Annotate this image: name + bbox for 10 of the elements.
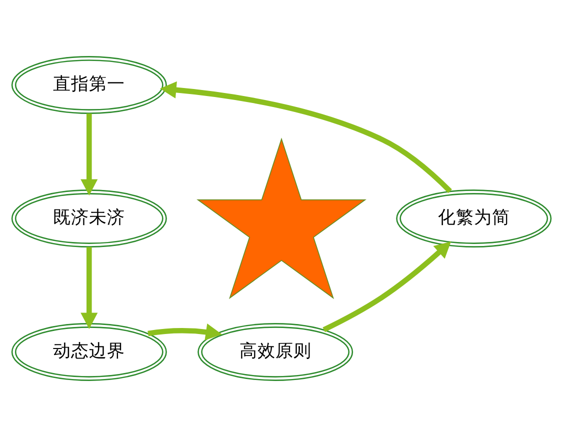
arrow: [160, 80, 452, 193]
node-star: [196, 137, 366, 299]
node-ellipse: 直指第一: [11, 56, 167, 114]
node-ellipse: 既济未济: [11, 189, 167, 247]
arrow: [80, 113, 98, 195]
node-ellipse: 动态边界: [11, 322, 167, 380]
node-ellipse: 化繁为简: [396, 189, 552, 247]
arrow: [322, 240, 452, 332]
arrow: [148, 322, 222, 340]
arrow: [80, 246, 98, 328]
